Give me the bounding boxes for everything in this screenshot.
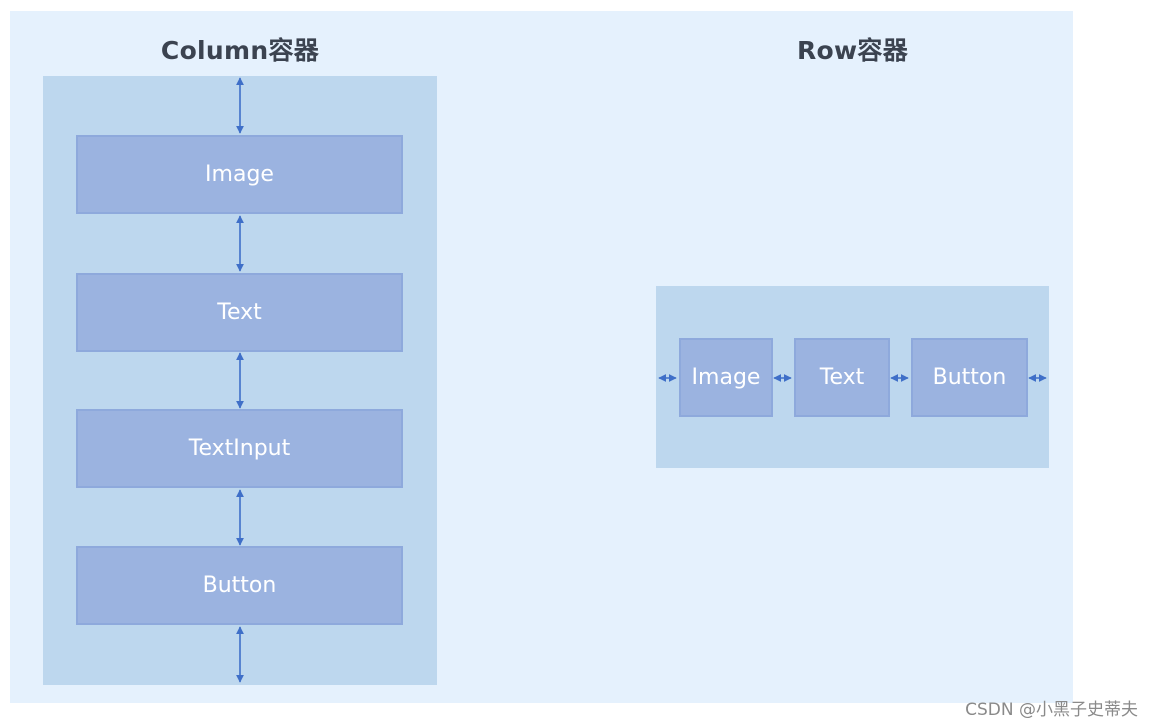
column-title: Column容器 bbox=[160, 36, 320, 65]
row-child-text: Text bbox=[794, 338, 890, 417]
column-child-text: Text bbox=[76, 273, 403, 352]
row-child-button: Button bbox=[911, 338, 1028, 417]
row-container: Image Text Button bbox=[656, 286, 1049, 468]
column-child-image: Image bbox=[76, 135, 403, 214]
row-child-image: Image bbox=[679, 338, 773, 417]
watermark: CSDN @小黑子史蒂夫 bbox=[965, 700, 1138, 720]
column-child-textinput: TextInput bbox=[76, 409, 403, 488]
row-title: Row容器 bbox=[796, 36, 909, 65]
diagram-canvas: Column容器 Row容器 Image Text TextInput Butt… bbox=[10, 11, 1073, 703]
column-child-button: Button bbox=[76, 546, 403, 625]
column-container: Image Text TextInput Button bbox=[43, 76, 437, 685]
